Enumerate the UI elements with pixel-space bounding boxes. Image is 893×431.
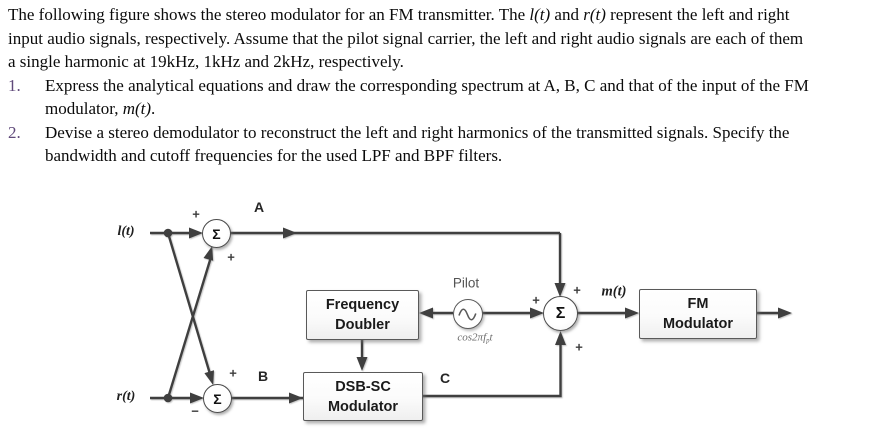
problem-statement: The following figure shows the stereo mo… <box>8 3 890 168</box>
list-item-line: Devise a stereo demodulator to reconstru… <box>45 122 790 142</box>
paragraph-line: The following figure shows the stereo mo… <box>8 5 790 24</box>
fm-modulator-block: FM Modulator <box>639 289 757 339</box>
wire-a-line <box>229 227 566 297</box>
wire-m-line <box>576 307 639 319</box>
summer-top: Σ <box>202 219 231 248</box>
wire-b-line <box>230 392 303 404</box>
dsb-sc-modulator-block: DSB-SC Modulator <box>303 372 423 421</box>
list-item-2: 2. Devise a stereo demodulator to recons… <box>8 121 890 168</box>
block-label-line: Modulator <box>327 398 399 415</box>
sign-sum3-bottom: + <box>575 339 583 355</box>
sign-sum2-bottom: − <box>191 403 199 419</box>
frequency-doubler-block: Frequency Doubler <box>306 290 419 340</box>
sine-wave-icon <box>458 308 477 321</box>
pilot-oscillator <box>453 299 483 329</box>
summer-output: Σ <box>543 296 578 331</box>
sign-sum3-top: + <box>573 282 581 298</box>
block-label-line: Doubler <box>335 317 390 333</box>
list-item-text: Devise a stereo demodulator to reconstru… <box>45 121 789 168</box>
point-c-label: C <box>439 370 451 386</box>
sigma-symbol: Σ <box>555 304 566 322</box>
sigma-symbol: Σ <box>213 390 222 407</box>
pilot-label: Pilot <box>452 275 480 291</box>
m-signal-label: m(t) <box>601 283 627 300</box>
list-item-1: 1. Express the analytical equations and … <box>8 74 890 121</box>
paragraph-line: input audio signals, respectively. Assum… <box>8 28 804 48</box>
summer-bottom: Σ <box>203 384 232 413</box>
sign-sum1-bottom: + <box>227 249 235 265</box>
sign-sum2-top: + <box>229 365 237 381</box>
wire-fm-output <box>755 307 792 319</box>
sign-sum1-top: + <box>192 206 200 222</box>
wire-pilot-to-doubler <box>419 307 453 319</box>
point-a-label: A <box>253 199 265 215</box>
list-item-line: Express the analytical equations and dra… <box>45 75 809 95</box>
wire-pilot-to-sum3 <box>481 307 544 319</box>
block-label-line: Frequency <box>325 297 400 313</box>
wire-c-line <box>421 331 566 398</box>
wire-cross-l-to-sum2 <box>166 232 214 386</box>
sigma-symbol: Σ <box>212 225 221 242</box>
list-number: 1. <box>8 75 21 95</box>
wire-l-input <box>150 227 203 239</box>
input-label-r: r(t) <box>116 389 136 404</box>
list-item-text: Express the analytical equations and dra… <box>45 74 809 121</box>
list-item-line: modulator, m(t). <box>45 99 156 118</box>
block-label-line: Modulator <box>662 316 734 332</box>
wire-r-input <box>150 392 204 404</box>
wire-doubler-to-dsbsc <box>356 338 368 371</box>
input-label-l: l(t) <box>117 224 135 239</box>
list-number: 2. <box>8 122 21 142</box>
paragraph-line: a single harmonic at 19kHz, 1kHz and 2kH… <box>8 52 404 71</box>
block-label-line: FM <box>687 296 709 312</box>
wire-cross-r-to-sum1 <box>166 246 214 399</box>
list-item-line: bandwidth and cutoff frequencies for the… <box>45 146 503 165</box>
pilot-formula: cos2πfpt <box>457 331 493 345</box>
sign-sum3-left: + <box>532 292 540 308</box>
block-label-line: DSB-SC <box>335 378 391 395</box>
point-b-label: B <box>257 368 269 384</box>
